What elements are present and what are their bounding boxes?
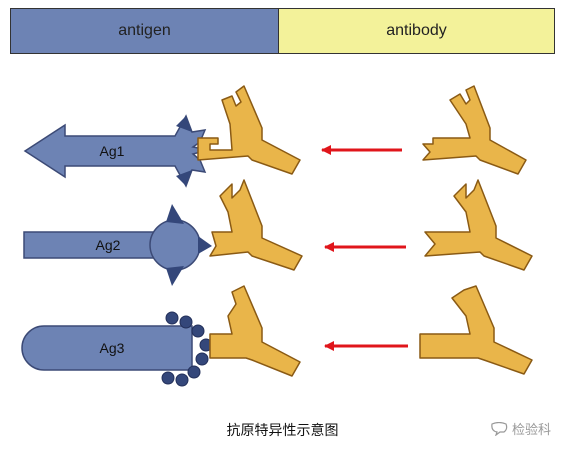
antigen-ag1-tip-top xyxy=(176,116,192,132)
antibody-header-label: antibody xyxy=(279,9,554,53)
antigen-ag2-label: Ag2 xyxy=(96,237,121,253)
antigen-ag2-spike-bottom xyxy=(166,266,184,286)
row-3: Ag3 xyxy=(21,285,533,387)
row-1: Ag1 xyxy=(23,85,527,188)
watermark: 检验科 xyxy=(490,419,551,438)
antigen-ag2-spike-right xyxy=(198,236,212,254)
watermark-text: 检验科 xyxy=(511,423,551,438)
antibody-bound-3 xyxy=(209,285,301,377)
header-legend: antigen antibody xyxy=(10,8,555,54)
antigen-ag3-body xyxy=(21,325,193,371)
antibody-bound-1 xyxy=(197,85,301,175)
antibody-free-2 xyxy=(424,179,533,271)
antigen-ag3: Ag3 xyxy=(21,311,213,387)
antigen-ag2-head xyxy=(149,219,201,271)
figure-caption: 抗原特异性示意图 xyxy=(226,423,339,439)
antigen-ag2-stem xyxy=(23,231,165,259)
row-2: Ag2 xyxy=(23,179,533,286)
antigen-ag1-label: Ag1 xyxy=(100,143,125,159)
antibody-bound-2 xyxy=(209,179,303,271)
antigen-ag3-beads xyxy=(161,311,213,387)
antibody-free-1 xyxy=(422,85,527,175)
antigen-header-label: antigen xyxy=(11,9,279,53)
speech-bubble-icon xyxy=(491,421,508,436)
antigen-ag3-label: Ag3 xyxy=(100,340,125,356)
antigen-ag1-tip xyxy=(176,170,192,186)
antigen-ag1: Ag1 xyxy=(23,114,209,188)
antibody-free-3 xyxy=(419,285,533,375)
antigen-ag2-spike-top xyxy=(166,204,184,224)
antigen-ag2: Ag2 xyxy=(23,204,212,286)
